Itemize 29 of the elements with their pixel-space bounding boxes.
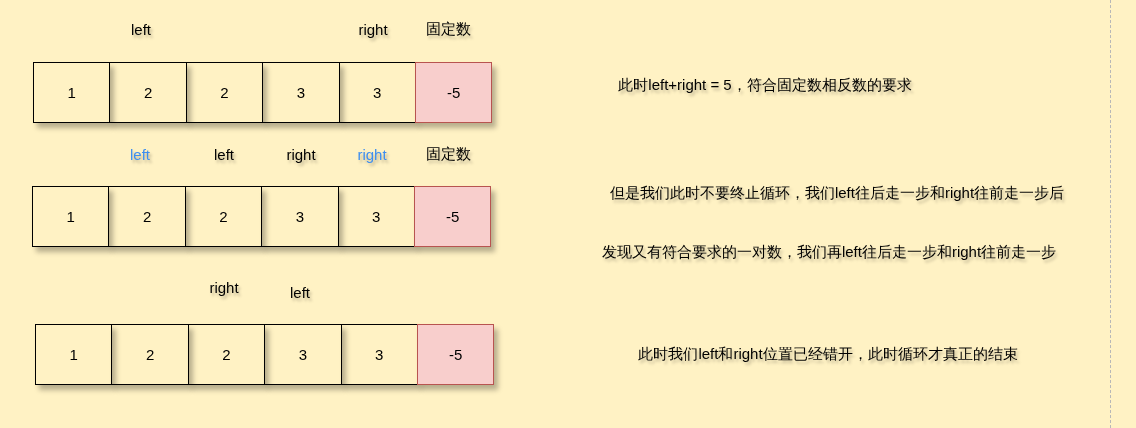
array-cell: -5 (414, 186, 492, 247)
array-cell: 2 (185, 62, 264, 123)
array-cell: -5 (417, 324, 495, 385)
note-text: 此时left+right = 5，符合固定数相反数的要求 (618, 75, 912, 95)
array-cell: 1 (33, 62, 111, 123)
array-cell: 3 (261, 186, 339, 247)
note-text: 发现又有符合要求的一对数，我们再left往后走一步和right往前走一步 (601, 242, 1057, 262)
pointer-label: 固定数 (425, 144, 471, 164)
array-cell: 2 (108, 186, 186, 247)
pointer-label: 固定数 (425, 19, 471, 39)
pointer-label: left (214, 145, 234, 163)
array-cell: 1 (32, 186, 110, 247)
note-text: 此时我们left和right位置已经错开，此时循环才真正的结束 (638, 344, 1018, 364)
pointer-label: right (286, 145, 316, 163)
array-cell: 2 (111, 324, 189, 385)
pointer-label: left (130, 145, 150, 163)
array-cell: 3 (262, 62, 340, 123)
array-cell: 3 (264, 324, 342, 385)
pointer-label: left (290, 283, 310, 301)
note-text: 但是我们此时不要终止循环，我们left往后走一步和right往前走一步后 (609, 183, 1065, 203)
pointer-label: left (131, 20, 151, 38)
array-cell: 1 (35, 324, 113, 385)
array-cell: 2 (109, 62, 187, 123)
pointer-label: right (209, 278, 239, 296)
array-cell: 2 (187, 324, 266, 385)
pointer-label: right (357, 145, 387, 163)
array-cell: 2 (184, 186, 263, 247)
pointer-label: right (358, 20, 388, 38)
array-cell: -5 (415, 62, 493, 123)
